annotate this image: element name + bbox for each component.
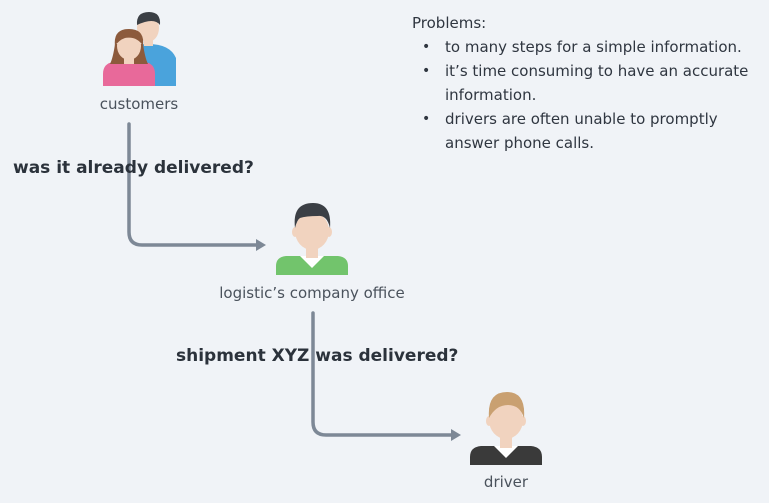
driver-label: driver — [483, 473, 529, 491]
question-already-delivered: was it already delivered? — [13, 158, 254, 178]
customers-label: customers — [99, 95, 179, 113]
problem-item: to many steps for a simple information. — [412, 35, 762, 59]
problem-item: drivers are often unable to promptly ans… — [412, 107, 762, 155]
question-shipment-delivered: shipment XYZ was delivered? — [176, 346, 459, 366]
office-worker-icon — [276, 203, 348, 275]
problems-panel: Problems: to many steps for a simple inf… — [412, 11, 762, 155]
arrow-customers-to-office — [127, 122, 266, 251]
driver-icon — [470, 392, 542, 465]
office-label: logistic’s company office — [219, 284, 405, 302]
problem-item: it’s time consuming to have an accurate … — [412, 59, 762, 107]
problems-list: to many steps for a simple information. … — [412, 35, 762, 155]
customers-icon — [103, 12, 176, 86]
problems-heading: Problems: — [412, 14, 487, 32]
arrow-office-to-driver — [311, 311, 461, 441]
